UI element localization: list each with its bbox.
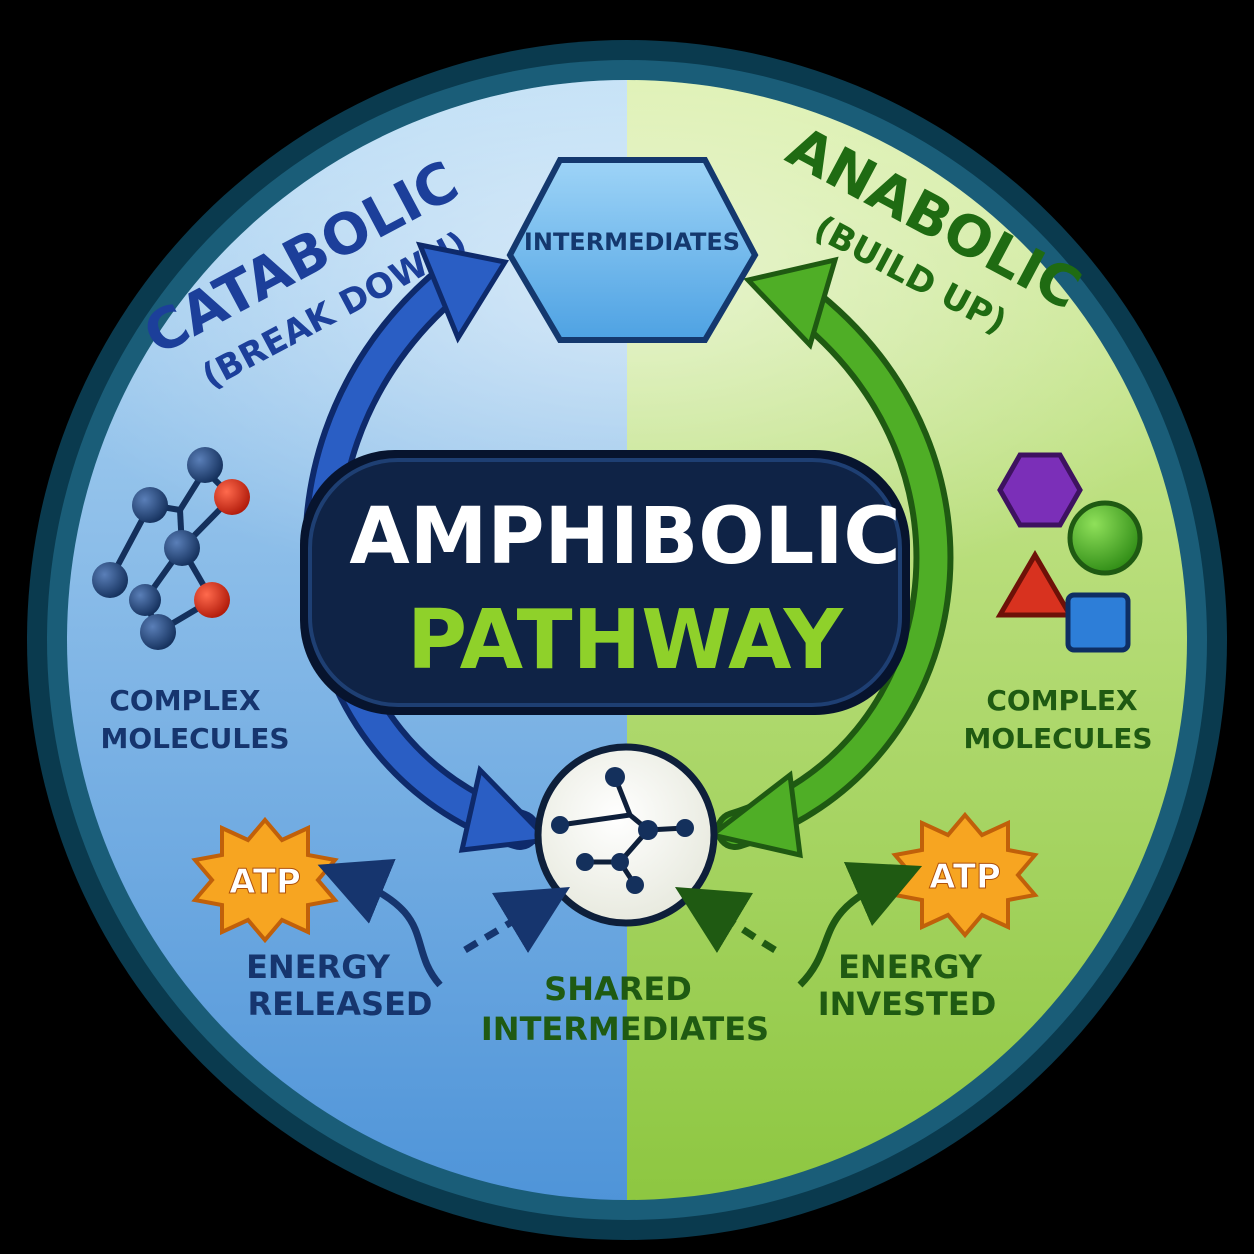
energy-invested-arrow (797, 861, 923, 988)
title-line-1: AMPHIBOLIC (349, 492, 900, 582)
catabolic-atp-badge: ATP (191, 816, 339, 944)
anabolic-molecules-label-1: COMPLEX (986, 684, 1138, 717)
intermediates-label: INTERMEDIATES (524, 228, 740, 256)
red-triangle-icon (995, 550, 1075, 618)
blue-square-icon (1065, 592, 1131, 653)
catabolic-molecules-label-1: COMPLEX (109, 684, 261, 717)
anabolic-shapes-icon (995, 452, 1143, 653)
energy-released-arrow (317, 858, 443, 988)
anabolic-molecules-label-2: MOLECULES (963, 722, 1152, 755)
title-line-2: PATHWAY (407, 593, 845, 688)
catabolic-arrowhead-bottom (458, 764, 554, 853)
intermediates-hexagon: INTERMEDIATES (506, 157, 759, 343)
title-panel: AMPHIBOLIC PATHWAY (300, 450, 910, 715)
catabolic-arrowhead-top (415, 241, 510, 344)
anabolic-arrowhead-top (743, 256, 839, 350)
catabolic-molecules-label-2: MOLECULES (100, 722, 289, 755)
catabolic-molecule-icon (92, 447, 250, 650)
green-sphere-icon (1067, 500, 1143, 576)
purple-hexagon-icon (997, 452, 1083, 528)
anabolic-arrowhead-bottom (706, 770, 803, 859)
catabolic-dashed-arrow (463, 886, 571, 954)
anabolic-atp-badge: ATP (891, 811, 1039, 939)
shared-intermediate-icon (534, 743, 718, 927)
energy-released-label-2: RELEASED (248, 985, 433, 1023)
anabolic-atp-label: ATP (929, 857, 1001, 897)
anabolic-dashed-arrow (674, 886, 777, 954)
shared-intermediates-label-1: SHARED (544, 970, 692, 1008)
energy-invested-label-2: INVESTED (818, 985, 997, 1023)
energy-released-label-1: ENERGY (246, 948, 391, 986)
shared-intermediates-label-2: INTERMEDIATES (481, 1010, 769, 1048)
catabolic-atp-label: ATP (229, 862, 301, 902)
energy-invested-label-1: ENERGY (838, 948, 983, 986)
